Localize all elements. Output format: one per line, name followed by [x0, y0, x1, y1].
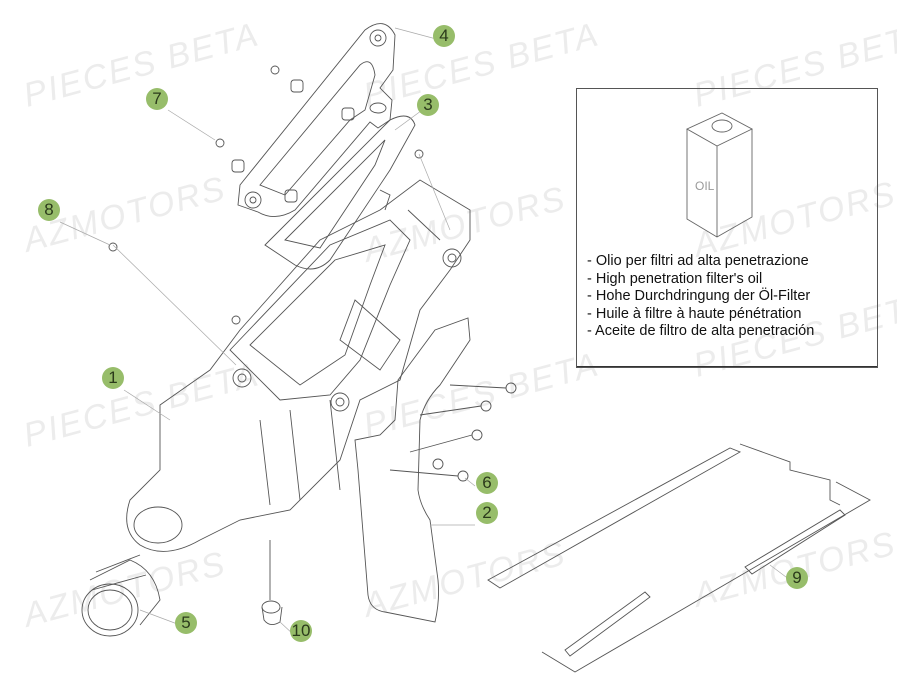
part-5-sleeve [81, 554, 161, 637]
legend-line-en: - High penetration filter's oil [587, 270, 763, 287]
legend-line-es: - Aceite de filtro de alta penetración [587, 323, 815, 339]
oil-legend-box: OIL - Olio per filtri ad alta penetrazio… [576, 88, 878, 368]
callout-part-8[interactable]: 8 [38, 199, 60, 221]
legend-line-de: - Hohe Durchdringung der Öl-Filter [587, 288, 811, 304]
callout-part-1[interactable]: 1 [102, 367, 124, 389]
part-9-strips [487, 443, 871, 673]
part-3-gasket [264, 115, 416, 270]
part-2-mudflap [354, 317, 471, 623]
callout-part-5[interactable]: 5 [175, 612, 197, 634]
callout-part-6[interactable]: 6 [476, 472, 498, 494]
legend-line-fr: - Huile à filtre à haute pénétration [587, 305, 802, 322]
callout-part-7[interactable]: 7 [146, 88, 168, 110]
legend-text: - Olio per filtri ad alta penetrazione -… [587, 253, 814, 341]
part-10-drain [261, 540, 283, 625]
callout-part-4[interactable]: 4 [433, 25, 455, 47]
part-6-screws [389, 382, 517, 482]
legend-divider [577, 366, 877, 367]
part-4-frame [231, 23, 396, 217]
oil-container-icon [686, 112, 753, 238]
oil-container-label: OIL [695, 179, 715, 193]
part-1-airbox [126, 179, 471, 552]
callout-part-2[interactable]: 2 [476, 502, 498, 524]
callout-part-9[interactable]: 9 [786, 567, 808, 589]
callout-part-10[interactable]: 10 [290, 620, 312, 642]
legend-line-it: - Olio per filtri ad alta penetrazione [587, 253, 809, 269]
callout-part-3[interactable]: 3 [417, 94, 439, 116]
